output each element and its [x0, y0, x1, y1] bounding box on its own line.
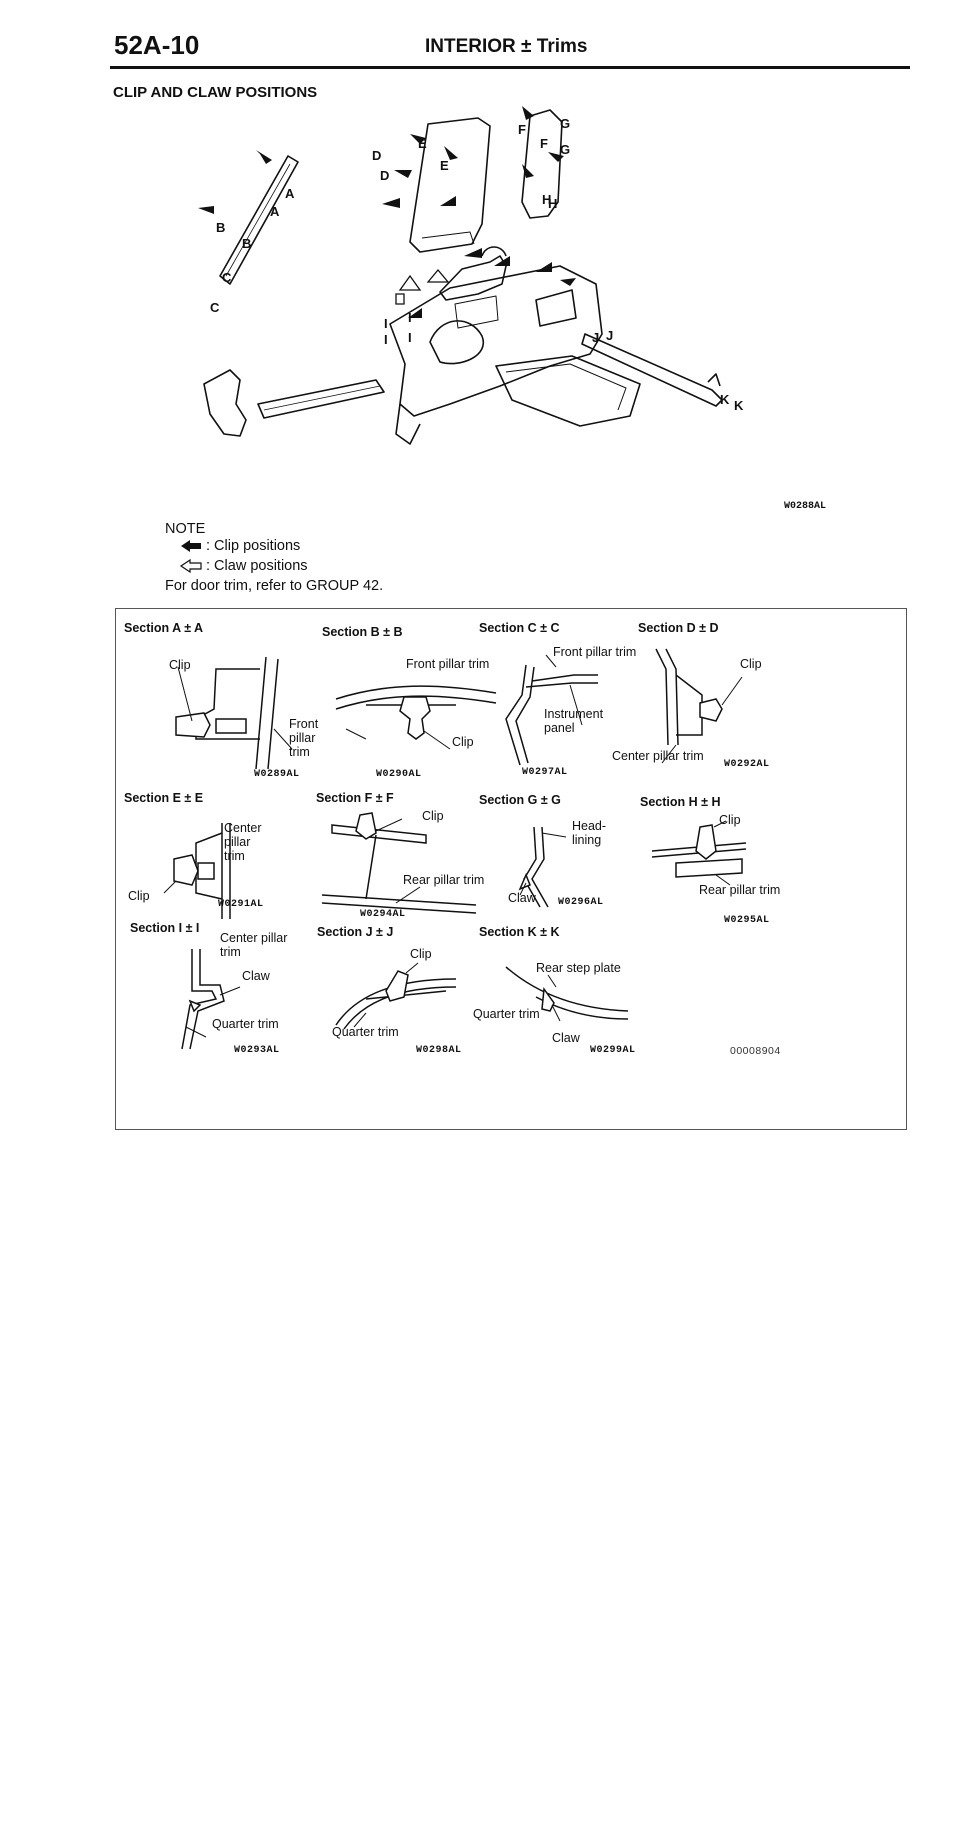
svg-text:K: K [720, 392, 730, 407]
svg-text:D: D [380, 168, 389, 183]
section-j-code: W0298AL [416, 1045, 462, 1056]
document-title: CLIP AND CLAW POSITIONS [113, 84, 318, 101]
section-c-label-panel: Instrument panel [544, 707, 604, 735]
section-c-drawing [505, 654, 598, 766]
section-a-label-clip: Clip [169, 658, 191, 672]
svg-text:C: C [222, 270, 232, 285]
section-h-title: Section H ± H [640, 795, 721, 809]
section-e-label-clip: Clip [128, 889, 150, 903]
svg-text:F: F [540, 136, 548, 151]
section-j-title: Section J ± J [317, 925, 394, 939]
note-clip-row: : Clip positions [180, 538, 300, 554]
section-e-code: W0291AL [218, 899, 264, 910]
svg-text:J: J [606, 328, 613, 343]
svg-text:E: E [418, 136, 427, 151]
svg-text:C: C [210, 300, 220, 315]
section-k-drawing [505, 966, 629, 1022]
section-f-label-clip: Clip [422, 809, 444, 823]
svg-text:G: G [560, 142, 570, 157]
section-b-title: Section B ± B [322, 625, 403, 639]
main-figure-code: W0288AL [784, 501, 826, 512]
svg-text:D: D [372, 148, 381, 163]
svg-text:I: I [408, 310, 412, 325]
section-i-label-trim: Center pillar trim [220, 931, 288, 959]
section-g-title: Section G ± G [479, 793, 561, 807]
section-f-drawing [321, 812, 477, 914]
section-k-title: Section K ± K [479, 925, 560, 939]
section-j-label-clip: Clip [410, 947, 432, 961]
svg-text:A: A [270, 204, 280, 219]
note-claw-text: : Claw positions [206, 558, 308, 574]
section-f-title: Section F ± F [316, 791, 394, 805]
page-number: 52A-10 [114, 30, 200, 60]
section-i-drawing [181, 949, 241, 1050]
header-rule [110, 66, 910, 69]
section-d-drawing [655, 648, 743, 764]
svg-text:H: H [548, 196, 557, 211]
svg-text:I: I [408, 330, 412, 345]
section-f-label-trim: Rear pillar trim [403, 873, 485, 887]
section-title: INTERIOR ± Trims [425, 36, 588, 57]
section-i-code: W0293AL [234, 1045, 280, 1056]
section-b-code: W0290AL [376, 769, 422, 780]
section-d-label-clip: Clip [740, 657, 762, 671]
note-clip-text: : Clip positions [206, 538, 301, 554]
section-g-code: W0296AL [558, 897, 604, 908]
section-j-label-quarter: Quarter trim [332, 1025, 399, 1039]
section-d-title: Section D ± D [638, 621, 719, 635]
svg-text:F: F [518, 122, 526, 137]
section-d-label-trim: Center pillar trim [612, 749, 704, 763]
svg-text:E: E [440, 158, 449, 173]
svg-text:B: B [242, 236, 251, 251]
section-b-label-trim: Front pillar trim [406, 657, 490, 671]
svg-text:J: J [592, 330, 599, 345]
svg-text:I: I [384, 316, 388, 331]
section-a-title: Section A ± A [124, 621, 204, 635]
section-h-label-clip: Clip [719, 813, 741, 827]
section-h-code: W0295AL [724, 915, 770, 926]
section-k-label-claw: Claw [552, 1031, 580, 1045]
sections-panel: Section A ± A Clip Front pillar trim W02… [115, 608, 907, 1130]
section-h-drawing [651, 820, 747, 886]
section-a-code: W0289AL [254, 769, 300, 780]
section-d-code: W0292AL [724, 759, 770, 770]
svg-text:H: H [542, 192, 551, 207]
section-c-code: W0297AL [522, 767, 568, 778]
section-k-label-quarter: Quarter trim [473, 1007, 540, 1021]
svg-text:G: G [560, 116, 570, 131]
svg-text:K: K [734, 398, 744, 413]
section-i-title: Section I ± I [130, 921, 200, 935]
section-g-label-claw: Claw [508, 891, 536, 905]
section-g-drawing [518, 826, 567, 908]
svg-text:I: I [384, 332, 388, 347]
claw-arrow-icon [179, 558, 202, 574]
section-k-label-step: Rear step plate [536, 961, 621, 975]
section-c-label-trim: Front pillar trim [553, 645, 637, 659]
section-a-label-trim: Front pillar trim [289, 717, 319, 759]
section-c-title: Section C ± C [479, 621, 560, 635]
section-a-drawing [175, 656, 293, 770]
section-g-label-headlining: Head- lining [572, 819, 607, 847]
section-b-label-clip: Clip [452, 735, 474, 749]
note-claw-row: : Claw positions [179, 558, 308, 574]
svg-text:B: B [216, 220, 225, 235]
clip-arrow-icon [181, 540, 201, 552]
section-f-code: W0294AL [360, 909, 406, 920]
note-label: NOTE [165, 521, 206, 537]
section-j-drawing [335, 962, 457, 1030]
section-k-code: W0299AL [590, 1045, 636, 1056]
note-door-reference: For door trim, refer to GROUP 42. [165, 578, 384, 594]
section-e-title: Section E ± E [124, 791, 204, 805]
section-e-drawing [163, 823, 231, 919]
svg-text:A: A [285, 186, 295, 201]
panel-code: 00008904 [730, 1045, 781, 1057]
section-i-label-claw: Claw [242, 969, 270, 983]
section-h-label-trim: Rear pillar trim [699, 883, 781, 897]
section-i-label-quarter: Quarter trim [212, 1017, 279, 1031]
section-b-drawing [335, 685, 497, 750]
